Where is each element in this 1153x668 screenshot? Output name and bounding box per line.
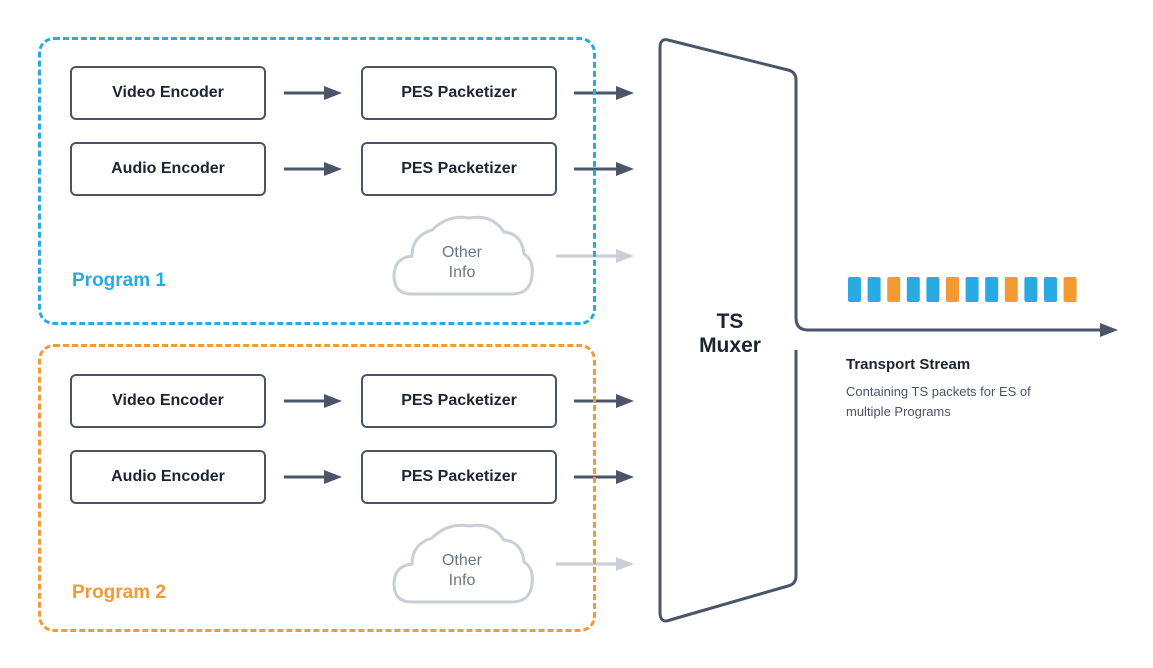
pes-packetizer-box: PES Packetizer [361,450,557,504]
transport-stream-description: Containing TS packets for ES of multiple… [846,384,1031,419]
ts-packet-blue [906,277,920,302]
ts-muxer-label: TS Muxer [660,310,800,358]
pes-packetizer-box: PES Packetizer [361,374,557,428]
pes-packetizer-box: PES Packetizer [361,142,557,196]
other-info-line1: Other [441,552,482,569]
ts-muxer-line1: TS [716,310,744,333]
ts-packet-blue [848,277,861,302]
cloud-icon [392,523,534,604]
ts-packet-orange [887,277,901,302]
other-info-line1: Other [441,244,482,261]
other-info-line2: Info [448,264,476,281]
other-info-label: Other Info [402,551,522,591]
program-2-arrows [284,394,634,571]
ts-muxer-shape-top [667,38,1100,332]
ts-packet-blue [926,277,940,302]
ts-packet-orange [1004,277,1018,302]
video-encoder-box: Video Encoder [70,374,266,428]
program-2-label: Program 2 [72,582,166,603]
video-encoder-box: Video Encoder [70,66,266,120]
ts-packet-blue [985,277,999,302]
transport-stream-title: Transport Stream [846,356,971,373]
ts-muxer-shape [658,38,798,623]
ts-packet-blue [965,277,979,302]
ts-packet-orange [1063,277,1077,302]
other-info-line2: Info [448,572,476,589]
ts-packets [848,277,1077,302]
ts-packet-blue [1024,277,1038,302]
ts-packet-orange [946,277,959,302]
pes-packetizer-box: PES Packetizer [361,66,557,120]
transport-stream-arrowhead [1100,323,1118,337]
program-2-group [38,344,596,632]
program-1-arrows [284,86,634,263]
cloud-icon [392,215,534,296]
program-1-group [38,37,596,325]
audio-encoder-box: Audio Encoder [70,142,266,196]
program-1-label: Program 1 [72,270,166,291]
other-info-label: Other Info [402,243,522,283]
ts-packet-blue [1044,277,1057,302]
ts-packet-blue [867,277,881,302]
ts-muxer-line2: Muxer [699,334,761,357]
audio-encoder-box: Audio Encoder [70,450,266,504]
